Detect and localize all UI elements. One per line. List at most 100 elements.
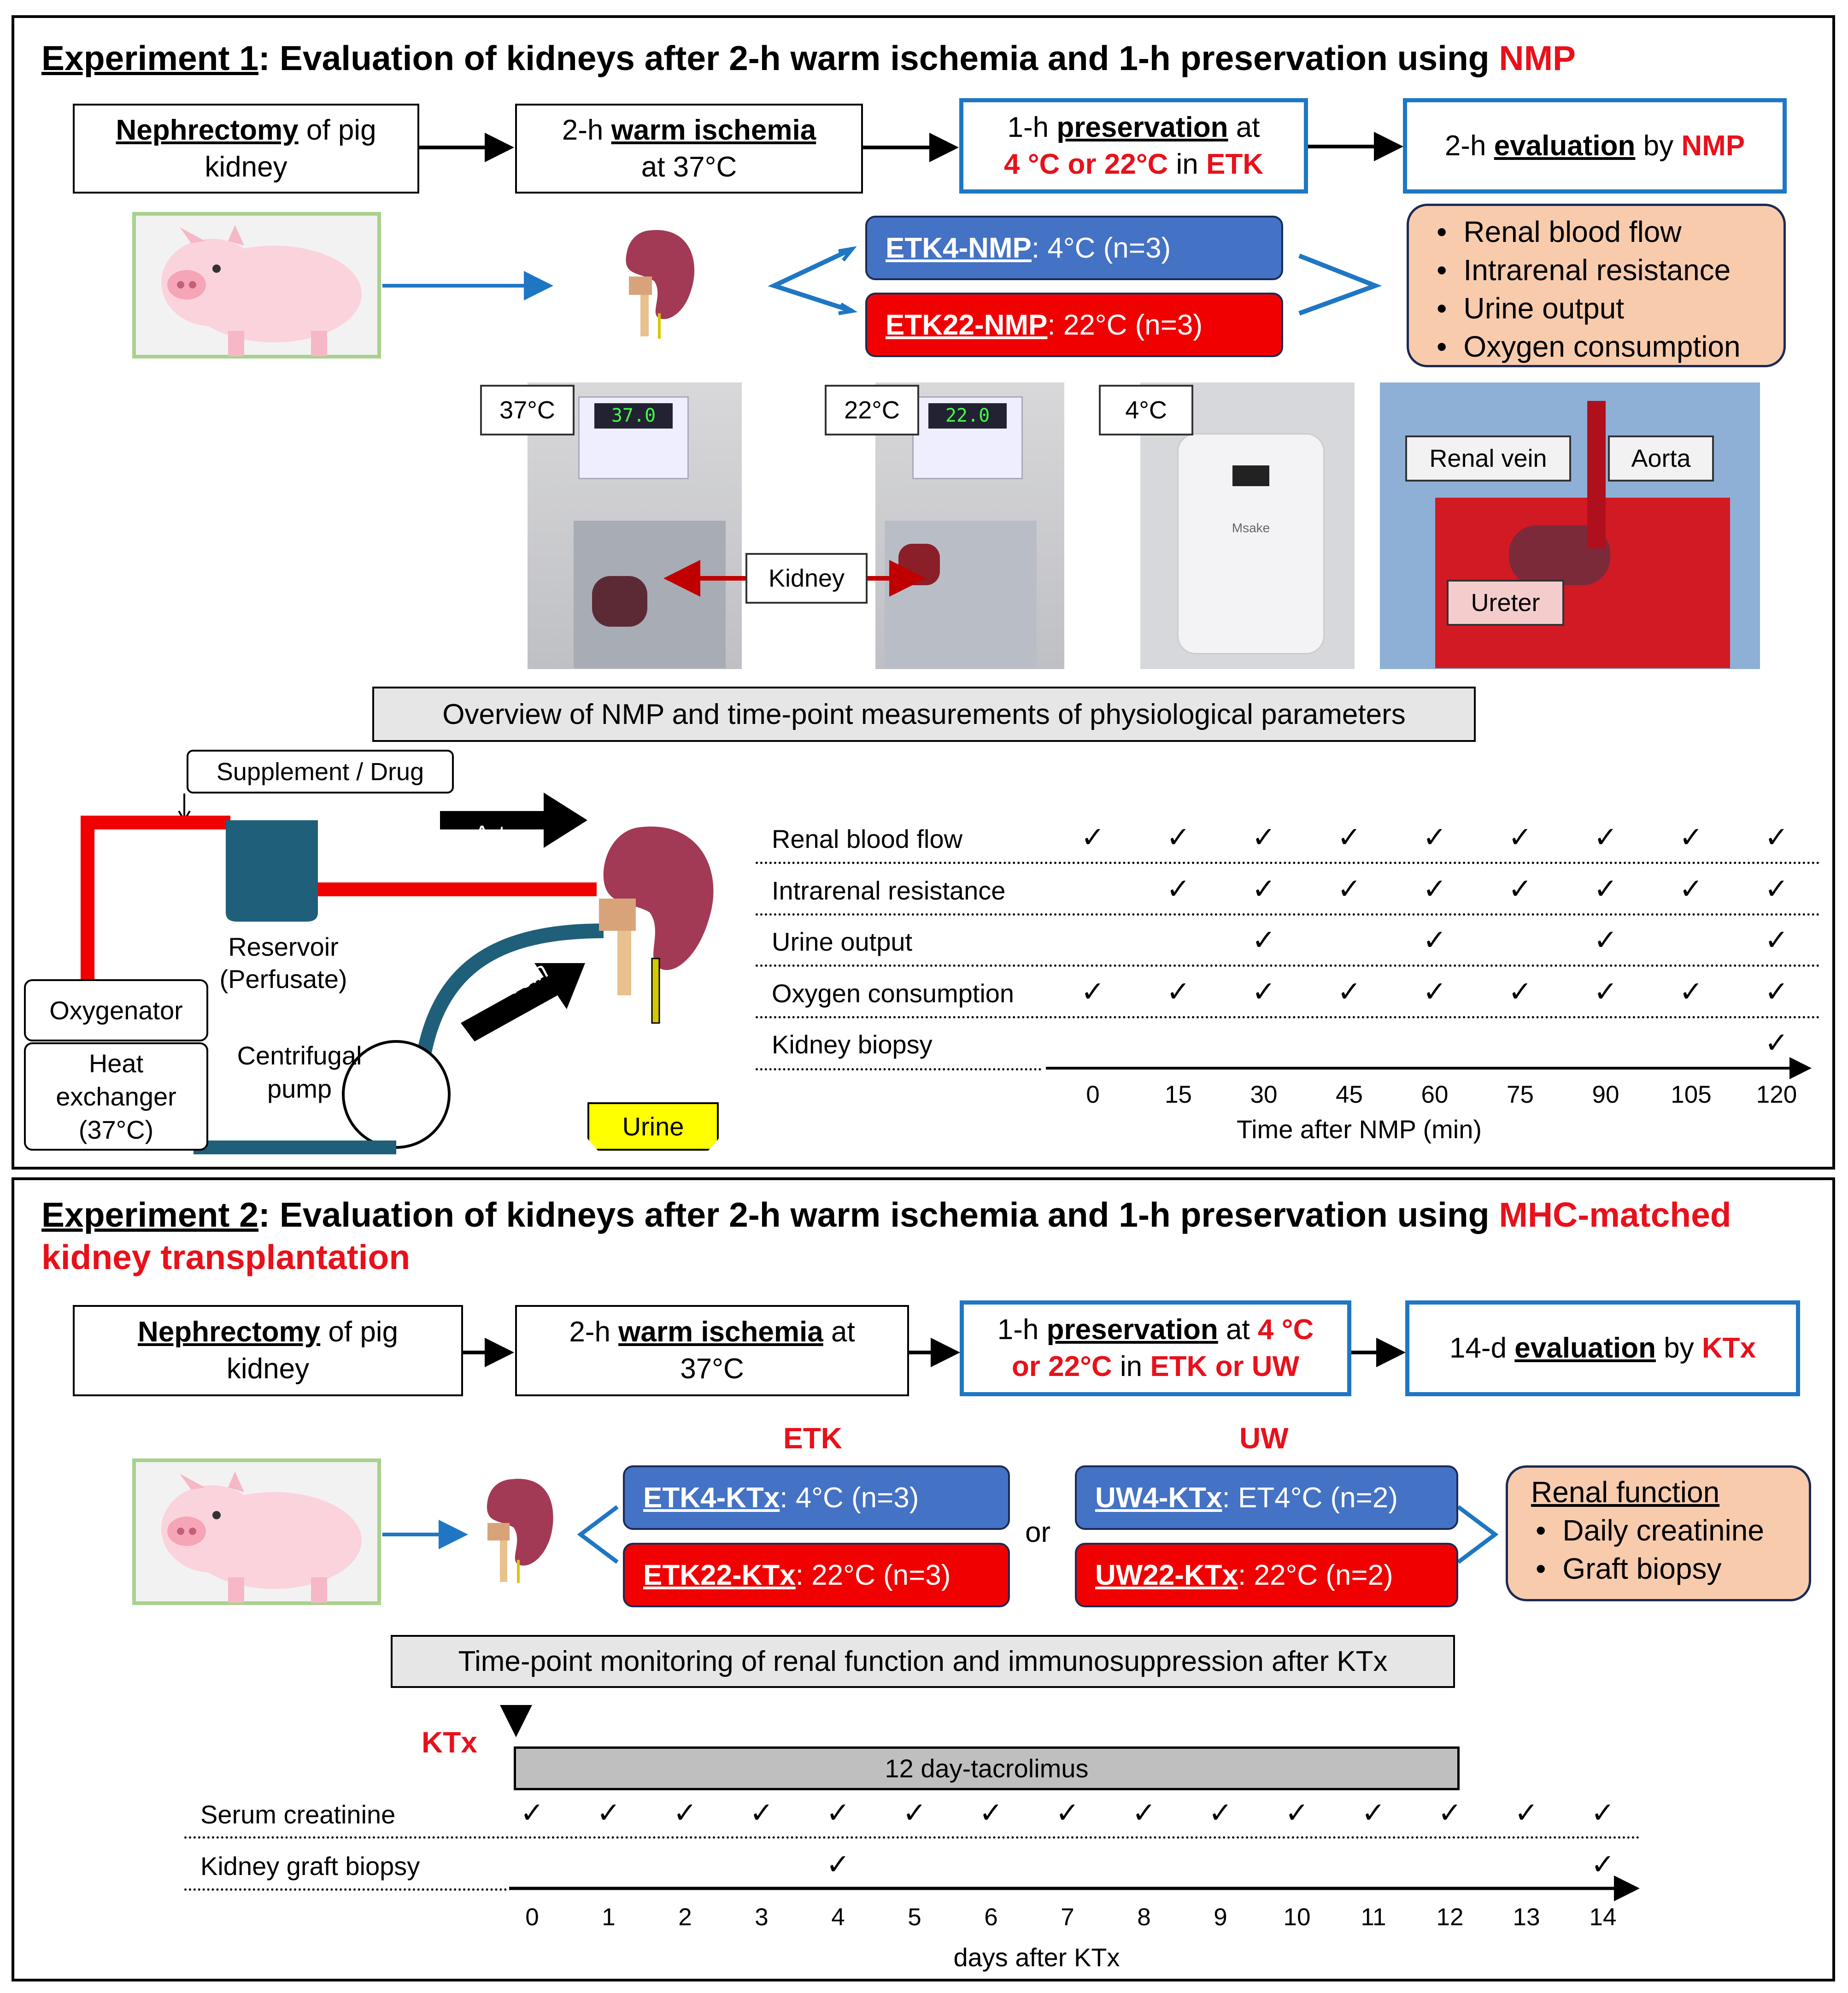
check-mark: ✓ xyxy=(1438,1797,1462,1829)
exp2-blue-arrows xyxy=(382,1505,1499,1564)
check-mark: ✓ xyxy=(826,1849,850,1881)
check-mark: ✓ xyxy=(1679,822,1703,853)
tick-label: 14 xyxy=(1589,1904,1617,1931)
tacrolimus-bar: 12 day-tacrolimus xyxy=(514,1746,1460,1790)
check-mark: ✓ xyxy=(1337,976,1361,1008)
experiment-2-title-highlight: kidney transplantation xyxy=(41,1238,411,1276)
experiment-1-title-highlight: NMP xyxy=(1499,39,1576,77)
check-mark: ✓ xyxy=(1679,976,1703,1008)
check-mark: ✓ xyxy=(1765,873,1789,905)
exp1-group-etk22: ETK22-NMP: 22°C (n=3) xyxy=(865,293,1283,357)
exp2-step-arrows xyxy=(463,1338,1406,1367)
row-divider xyxy=(756,913,1820,916)
check-mark: ✓ xyxy=(1337,822,1361,853)
ktx-marker xyxy=(500,1705,532,1737)
tick-label: 1 xyxy=(602,1904,616,1931)
check-mark: ✓ xyxy=(1508,822,1532,853)
check-mark: ✓ xyxy=(1252,873,1276,905)
timeline-row-label: Oxygen consumption xyxy=(772,978,1015,1008)
label-aorta: Aorta xyxy=(1608,435,1714,482)
label-kidney: Kidney xyxy=(745,553,868,604)
exp2-step-evaluation: 14-d evaluation by KTx xyxy=(1405,1300,1800,1396)
check-mark: ✓ xyxy=(673,1797,697,1829)
check-mark: ✓ xyxy=(1166,822,1191,853)
renal-function-heading: Renal function xyxy=(1531,1476,1720,1509)
check-mark: ✓ xyxy=(826,1797,850,1829)
outcome-item: Urine output xyxy=(1437,289,1783,328)
kidney-icon xyxy=(626,230,695,339)
label-22c: 22°C xyxy=(825,385,919,435)
ktx-label: KTx xyxy=(422,1726,477,1759)
check-mark: ✓ xyxy=(1594,976,1618,1008)
check-mark: ✓ xyxy=(1132,1797,1156,1829)
tick-label: 11 xyxy=(1361,1904,1386,1931)
check-mark: ✓ xyxy=(1508,873,1532,905)
oxygenator-box: Oxygenator xyxy=(24,979,208,1041)
experiment-1-title: Experiment 1: Evaluation of kidneys afte… xyxy=(41,37,1576,79)
check-mark: ✓ xyxy=(597,1797,621,1829)
tick-label: 3 xyxy=(755,1904,769,1931)
row-divider xyxy=(756,964,1820,967)
check-mark: ✓ xyxy=(1252,822,1276,853)
row-divider xyxy=(756,1068,1041,1070)
tick-label: 7 xyxy=(1061,1904,1074,1931)
tick-label: 6 xyxy=(984,1904,998,1931)
thermo-display: 37.0 xyxy=(594,403,673,429)
label-4c: 4°C xyxy=(1099,385,1193,435)
urine-container: Urine xyxy=(587,1102,719,1151)
tick-label: 105 xyxy=(1671,1081,1712,1108)
check-mark: ✓ xyxy=(1423,976,1447,1008)
timeline-row-label: Kidney biopsy xyxy=(772,1030,933,1059)
check-mark: ✓ xyxy=(979,1797,1003,1829)
reservoir-label: Reservoir(Perfusate) xyxy=(219,932,347,994)
check-mark: ✓ xyxy=(1591,1849,1615,1881)
check-mark: ✓ xyxy=(1166,976,1191,1008)
tick-label: 120 xyxy=(1756,1081,1797,1108)
check-mark: ✓ xyxy=(1514,1797,1538,1829)
exp1-overview-banner: Overview of NMP and time-point measureme… xyxy=(372,687,1476,742)
check-mark: ✓ xyxy=(1081,822,1105,853)
exp2-group-etk22: ETK22-KTx: 22°C (n=3) xyxy=(623,1543,1010,1607)
exp1-outcomes-box: Renal blood flow Intrarenal resistance U… xyxy=(1407,204,1786,367)
exp2-group-uw4: UW4-KTx: ET4°C (n=2) xyxy=(1075,1465,1458,1530)
label-renal-vein: Renal vein xyxy=(1405,435,1571,482)
tick-label: 0 xyxy=(525,1904,539,1931)
check-mark: ✓ xyxy=(1056,1797,1079,1829)
outcome-item: Daily creatinine xyxy=(1536,1511,1809,1550)
check-mark: ✓ xyxy=(1209,1797,1232,1829)
or-label: or xyxy=(1025,1517,1051,1548)
tick-label: 90 xyxy=(1592,1081,1619,1108)
check-mark: ✓ xyxy=(520,1797,544,1829)
kidney-icon xyxy=(487,1479,553,1583)
pig-icon xyxy=(132,1458,381,1605)
outcome-item: Oxygen consumption xyxy=(1437,328,1783,366)
experiment-1-title-text: : Evaluation of kidneys after 2-h warm i… xyxy=(258,39,1499,77)
timeline-row-label: Urine output xyxy=(772,927,913,956)
thermo-display: 22.0 xyxy=(928,403,1007,429)
exp1-time-axis xyxy=(1046,1057,1812,1079)
check-mark: ✓ xyxy=(1252,924,1276,956)
tick-label: 75 xyxy=(1507,1081,1534,1108)
check-mark: ✓ xyxy=(750,1797,774,1829)
check-mark: ✓ xyxy=(1591,1797,1615,1829)
check-mark: ✓ xyxy=(1594,924,1618,956)
photo-22c-bath: 22.0 xyxy=(875,382,1064,669)
exp2-xlabel: days after KTx xyxy=(953,1943,1120,1972)
check-mark: ✓ xyxy=(1423,873,1447,905)
check-mark: ✓ xyxy=(1252,976,1276,1008)
kidney-icon xyxy=(599,826,714,1024)
tick-label: 45 xyxy=(1336,1081,1363,1108)
uw-column-label: UW xyxy=(1239,1422,1289,1455)
outcome-item: Graft biopsy xyxy=(1536,1550,1809,1588)
label-37c: 37°C xyxy=(480,385,575,435)
experiment-2-title: Experiment 2: Evaluation of kidneys afte… xyxy=(41,1193,1731,1278)
check-mark: ✓ xyxy=(1765,1027,1789,1059)
